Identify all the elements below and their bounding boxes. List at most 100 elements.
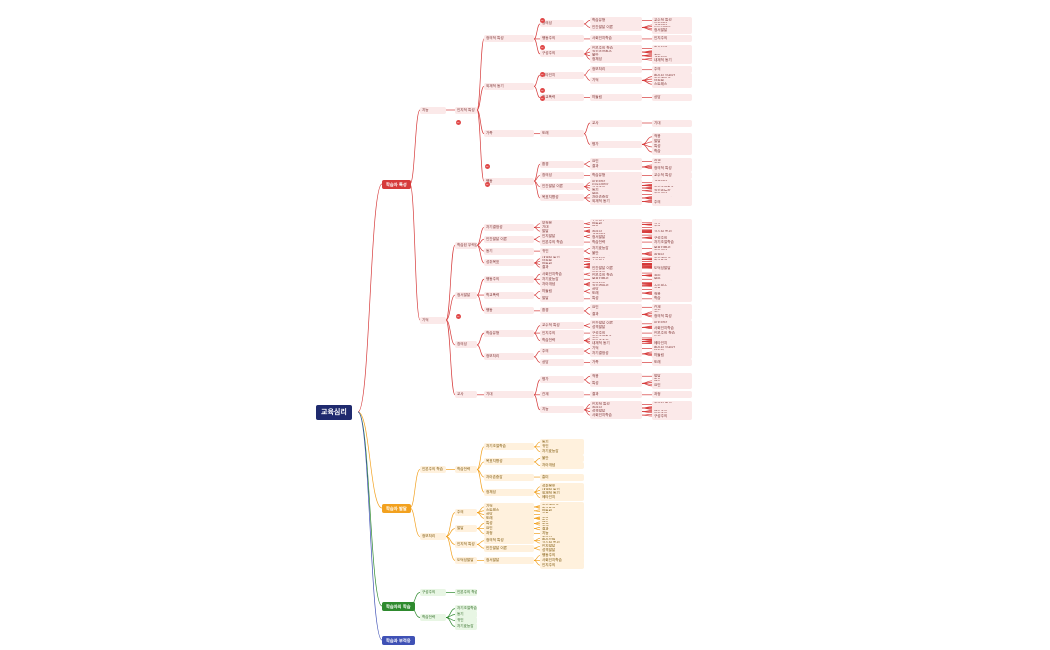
- topic-node[interactable]: 학습유형: [484, 329, 534, 337]
- topic-node[interactable]: 인간발달 이론: [590, 23, 642, 31]
- topic-node[interactable]: 따돌림: [540, 287, 584, 295]
- topic-node[interactable]: 발달: [652, 372, 692, 380]
- topic-node[interactable]: 관계: [652, 303, 692, 311]
- topic-node[interactable]: 사회인지학습: [590, 411, 642, 419]
- topic-node[interactable]: 기억: [484, 503, 534, 511]
- topic-node[interactable]: 학습전략: [420, 614, 446, 621]
- topic-node[interactable]: 귀인: [455, 616, 477, 624]
- collapse-icon[interactable]: −: [539, 71, 545, 77]
- topic-node[interactable]: 정의적 특성: [652, 313, 692, 321]
- topic-node[interactable]: 결과: [590, 310, 642, 318]
- topic-node[interactable]: 결과: [540, 526, 584, 534]
- topic-node[interactable]: 상담: [652, 94, 692, 102]
- branch-b3[interactable]: 학습자의 학습: [382, 601, 415, 611]
- topic-node[interactable]: 특성: [590, 379, 642, 387]
- topic-node[interactable]: 학습전략: [540, 337, 584, 345]
- topic-node[interactable]: 성격발달: [590, 408, 642, 416]
- topic-node[interactable]: 내재적 동기: [652, 56, 692, 64]
- topic-node[interactable]: 인본주의 학습: [590, 271, 642, 279]
- collapse-icon[interactable]: −: [484, 163, 490, 169]
- topic-node[interactable]: 성취목표: [484, 259, 534, 267]
- topic-node[interactable]: 동기: [484, 247, 534, 255]
- topic-node[interactable]: 구성주의: [540, 50, 584, 58]
- topic-node[interactable]: 자기조절학습: [652, 238, 692, 246]
- topic-node[interactable]: 인본주의 학습: [420, 466, 446, 473]
- topic-node[interactable]: 인지주의: [540, 561, 584, 569]
- topic-node[interactable]: 특성: [652, 143, 692, 151]
- topic-node[interactable]: 자기효능감: [540, 448, 584, 456]
- topic-node[interactable]: 학습: [652, 148, 692, 156]
- topic-node[interactable]: 행동주의: [540, 35, 584, 43]
- topic-node[interactable]: 인지적 특성: [455, 540, 477, 548]
- topic-node[interactable]: 기대: [484, 391, 534, 399]
- topic-node[interactable]: 정의적 특성: [652, 165, 692, 173]
- topic-node[interactable]: 메타인지: [540, 494, 584, 502]
- topic-node[interactable]: 주의: [652, 66, 692, 74]
- topic-node[interactable]: 기억: [590, 76, 642, 84]
- topic-node[interactable]: 결과: [590, 163, 642, 171]
- topic-node[interactable]: 교수적 특성: [540, 322, 584, 330]
- topic-node[interactable]: 교사: [455, 391, 477, 399]
- topic-node[interactable]: 요인: [484, 525, 534, 533]
- topic-node[interactable]: 외재적 동기: [484, 82, 534, 90]
- topic-node[interactable]: 교수적 특성: [652, 16, 692, 24]
- topic-node[interactable]: 발달: [540, 295, 584, 303]
- topic-node[interactable]: 성격발달: [540, 546, 584, 554]
- topic-node[interactable]: 발달: [652, 138, 692, 146]
- topic-node[interactable]: 자아존중감: [590, 194, 642, 202]
- topic-node[interactable]: 인간발달 이론: [484, 235, 534, 243]
- topic-node[interactable]: 정서발달: [590, 234, 642, 242]
- topic-node[interactable]: 스트레스: [484, 507, 534, 515]
- topic-node[interactable]: 동기: [540, 438, 584, 446]
- topic-node[interactable]: 불안: [590, 52, 642, 60]
- topic-node[interactable]: 환경: [540, 160, 584, 168]
- topic-node[interactable]: 동기: [590, 187, 642, 195]
- topic-node[interactable]: 인지발달: [540, 542, 584, 550]
- topic-node[interactable]: 요인: [590, 303, 642, 311]
- topic-node[interactable]: 또래: [590, 289, 642, 297]
- topic-node[interactable]: 평가: [540, 376, 584, 384]
- topic-node[interactable]: 과정: [652, 391, 692, 399]
- collapse-icon[interactable]: −: [539, 17, 545, 23]
- topic-node[interactable]: 환경: [540, 307, 584, 315]
- topic-node[interactable]: 자기조절학습: [484, 443, 534, 451]
- topic-node[interactable]: 인본주의 학습: [455, 589, 477, 596]
- topic-node[interactable]: 적응: [590, 372, 642, 380]
- topic-node[interactable]: 학교폭력: [484, 291, 534, 299]
- collapse-icon[interactable]: −: [455, 119, 461, 125]
- topic-node[interactable]: 내재적 동기: [540, 486, 584, 494]
- topic-node[interactable]: 자기조절학습: [455, 605, 477, 613]
- topic-node[interactable]: 자기조절학습: [590, 48, 642, 56]
- topic-node[interactable]: 결과: [590, 391, 642, 399]
- topic-node[interactable]: 인지주의: [652, 35, 692, 43]
- topic-node[interactable]: 정의적 특성: [484, 537, 534, 545]
- topic-node[interactable]: 행동주의: [484, 275, 534, 283]
- topic-node[interactable]: 발달: [540, 227, 584, 235]
- topic-node[interactable]: 불안: [540, 454, 584, 462]
- collapse-icon[interactable]: −: [484, 181, 490, 187]
- topic-node[interactable]: 부적응: [540, 220, 584, 228]
- branch-b4[interactable]: 학습과 부적응: [382, 635, 415, 645]
- topic-node[interactable]: 정보처리: [484, 353, 534, 361]
- topic-node[interactable]: 도덕성발달: [652, 264, 692, 272]
- topic-node[interactable]: 정서발달: [455, 291, 477, 299]
- topic-node[interactable]: 구성주의: [420, 589, 446, 596]
- topic-node[interactable]: 자기결정성: [590, 350, 642, 358]
- topic-node[interactable]: 기대: [540, 223, 584, 231]
- topic-node[interactable]: 행동: [484, 177, 534, 185]
- topic-node[interactable]: 정서발달: [652, 26, 692, 34]
- topic-node[interactable]: 관계: [540, 391, 584, 399]
- topic-node[interactable]: 학습: [652, 295, 692, 303]
- topic-node[interactable]: 정체성: [484, 488, 534, 496]
- topic-node[interactable]: 스트레스: [652, 80, 692, 88]
- topic-node[interactable]: 기억: [420, 316, 446, 324]
- topic-node[interactable]: 교수적 특성: [652, 171, 692, 179]
- topic-node[interactable]: 결과: [540, 263, 584, 271]
- topic-node[interactable]: 자기결정성: [484, 223, 534, 231]
- topic-node[interactable]: 성격발달: [590, 323, 642, 331]
- branch-b1[interactable]: 학습자 특성: [382, 179, 411, 189]
- topic-node[interactable]: 상담: [590, 286, 642, 294]
- topic-node[interactable]: 인간발달 이론: [540, 183, 584, 191]
- topic-node[interactable]: 성취목표: [540, 483, 584, 491]
- topic-node[interactable]: 기대: [652, 119, 692, 127]
